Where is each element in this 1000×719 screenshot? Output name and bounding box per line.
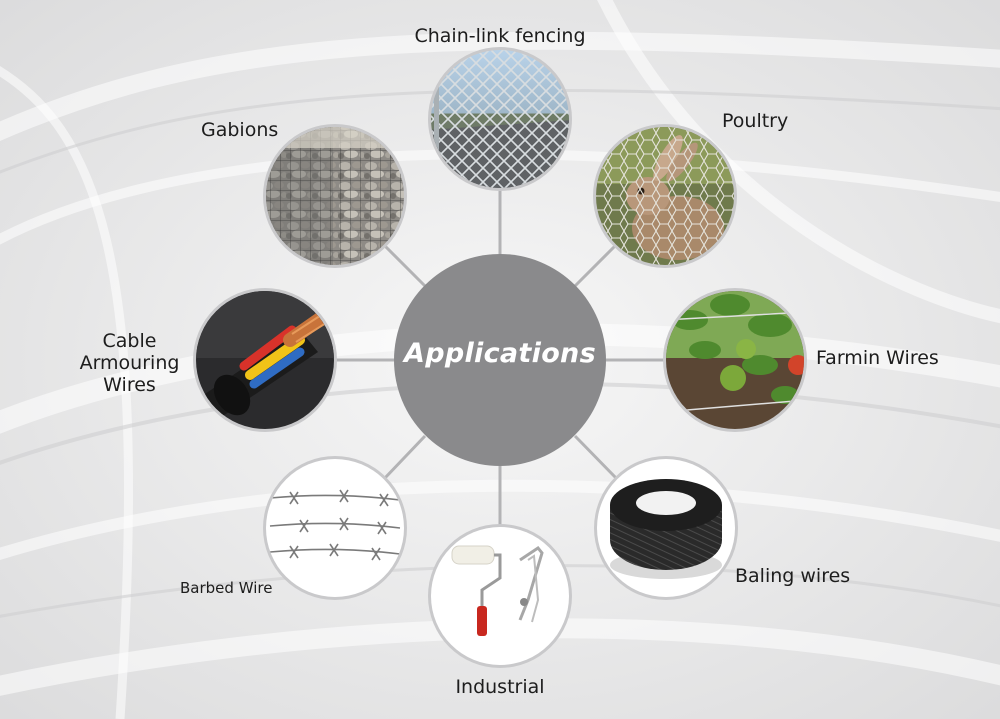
label-baling-wires: Baling wires — [735, 565, 851, 587]
label-gabions: Gabions — [201, 119, 279, 141]
connector-baling — [573, 434, 619, 481]
label-barbed-wire: Barbed Wire — [180, 579, 273, 597]
barbed-wire-photo — [263, 456, 407, 600]
black-wire-coil-photo — [594, 456, 738, 600]
paint-roller-photo — [428, 524, 572, 668]
rabbit-behind-mesh-photo — [593, 124, 737, 268]
label-industrial: Industrial — [455, 676, 545, 698]
label-chain-link-fencing: Chain-link fencing — [414, 25, 586, 47]
armoured-cable-photo — [193, 288, 337, 432]
label-cable-armouring-wires: Cable Armouring Wires — [79, 330, 180, 396]
connector-lines — [334, 188, 666, 527]
connector-poultry — [573, 243, 618, 288]
applications-title: Applications — [404, 338, 596, 369]
applications-hub — [394, 254, 606, 466]
connector-gabions — [382, 243, 427, 288]
stone-gabion-photo — [263, 124, 407, 268]
connector-barbed — [382, 434, 427, 481]
tomato-plants-wire-photo — [663, 288, 807, 432]
label-farming-wires: Farmin Wires — [816, 347, 939, 369]
label-poultry: Poultry — [722, 110, 789, 132]
chain-link-fence-photo — [428, 47, 572, 191]
